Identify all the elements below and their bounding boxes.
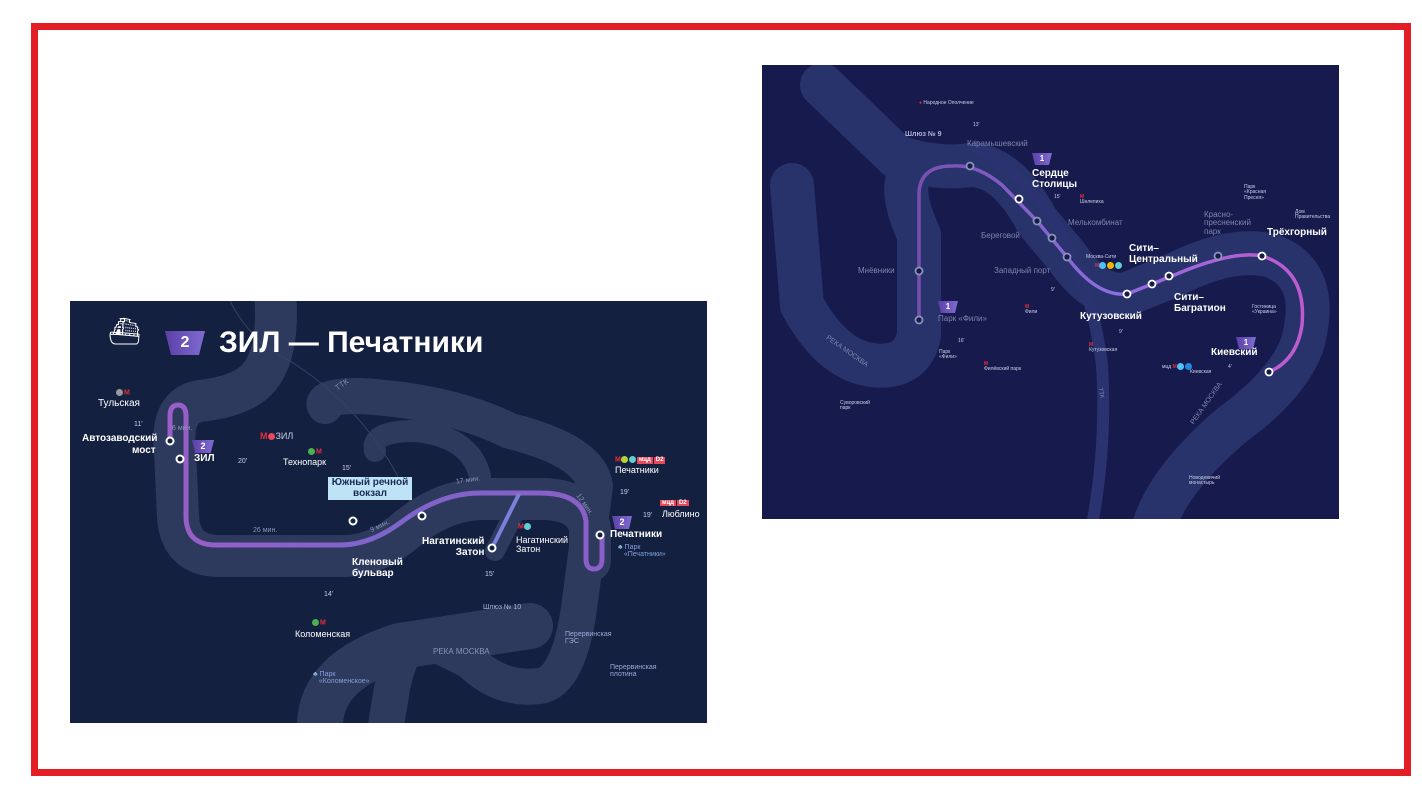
walk-time: 20' <box>238 458 248 465</box>
kievskaya-lines: мцд М <box>1162 363 1193 370</box>
station-siti-bagration[interactable]: Сити–Багратион <box>1174 292 1226 314</box>
electric-boat-icon: ⛴ <box>108 316 142 346</box>
station-markers <box>165 436 605 553</box>
walk-time: 15' <box>342 465 352 472</box>
line-badge: 1 <box>1032 153 1052 165</box>
station-melkombinat[interactable]: Мелькомбинат <box>1068 218 1123 227</box>
tulskaya-lines: М <box>116 389 130 397</box>
walk-time: 9' <box>1119 329 1123 335</box>
station-avtozavodsky[interactable]: Автозаводский <box>82 433 158 444</box>
route-1-map: ● Народное Ополчение 13' Шлюз № 9 Карамы… <box>762 65 1339 519</box>
travel-time: 6 мин. <box>172 425 193 432</box>
walk-time: 19' <box>620 489 630 496</box>
line-badge-small: 2 <box>192 440 214 453</box>
station-markers <box>914 161 1274 377</box>
line-badge: 1 <box>1236 337 1256 349</box>
walk-time: 4' <box>1228 364 1232 370</box>
map-graphics <box>153 301 613 723</box>
station-karamyshevsky[interactable]: Карамышевский <box>967 139 1028 148</box>
transfer-pechatniki: Печатники <box>615 465 659 475</box>
station-mnevniki[interactable]: Мнёвники <box>858 266 895 275</box>
moskva-siti-label: Москва-Сити <box>1086 254 1117 260</box>
line-badge: 2 <box>165 331 205 355</box>
river-label: РЕКА МОСКВА <box>433 647 490 656</box>
walk-time: 15' <box>1054 194 1061 200</box>
transfer-tulskaya: Тульская <box>98 398 140 409</box>
walk-time: 14' <box>324 591 334 598</box>
walk-time: 13' <box>973 122 980 128</box>
transfer-kievskaya: Киевская <box>1190 369 1212 375</box>
travel-time: 26 мин. <box>253 527 278 534</box>
station-siti-centralny[interactable]: Сити–Центральный <box>1129 243 1198 265</box>
transfer-narodnoe: ● Народное Ополчение <box>919 100 974 106</box>
walk-time: 15' <box>485 571 495 578</box>
route-2-map: ⛴ 2 ЗИЛ — Печатники ТТК М Тульская 11' 6… <box>70 301 707 723</box>
kolomenskaya-lines: М <box>312 619 326 627</box>
hotel-ukraina: Гостиница«Украина» <box>1252 304 1277 316</box>
siti-lines: М <box>1095 262 1123 269</box>
lock-label: Шлюз № 10 <box>483 604 522 611</box>
ttk-band <box>969 139 1110 519</box>
station-trekhgorny[interactable]: Трёхгорный <box>1267 227 1327 238</box>
lock-label: Шлюз № 9 <box>905 131 942 138</box>
line-badge-small: 2 <box>612 516 632 529</box>
station-park-fili[interactable]: Парк «Фили» <box>938 314 987 323</box>
station-kutuzovsky[interactable]: Кутузовский <box>1080 311 1142 322</box>
park-fili-landmark: Парк«Фили» <box>939 349 957 361</box>
ttk-line <box>229 301 411 502</box>
slide-frame <box>31 23 1411 776</box>
tekhnopark-lines: М <box>308 448 322 456</box>
station-zil[interactable]: ЗИЛ <box>194 453 215 464</box>
walk-time: 19' <box>643 512 653 519</box>
station-beregovoy[interactable]: Береговой <box>981 231 1020 240</box>
station-pechatniki[interactable]: Печатники <box>610 529 663 540</box>
transfer-lublino: Люблино <box>662 509 700 519</box>
park-pechatniki: ♣ Парк «Печатники» <box>618 544 666 559</box>
route-line <box>167 402 605 572</box>
station-zapadny-port[interactable]: Западный порт <box>994 266 1051 275</box>
park-kolomenskoe: ♣ Парк «Коломенское» <box>313 671 370 686</box>
station-kievsky[interactable]: Киевский <box>1211 347 1258 358</box>
transfer-tekhnopark: Технопарк <box>283 457 327 467</box>
station-yuzhny-rechnoy-vokzal[interactable]: Южный речной вокзал <box>328 477 412 500</box>
walk-time: 11' <box>134 421 143 428</box>
page-title: ЗИЛ — Печатники <box>219 326 484 359</box>
station-avtozavodsky-line2: мост <box>132 445 156 456</box>
line-badge: 1 <box>938 301 958 313</box>
river <box>770 65 1330 519</box>
walk-time: 9' <box>1051 287 1055 293</box>
transfer-kolomenskaya: Коломенская <box>295 629 351 639</box>
map-graphics <box>770 65 1330 519</box>
nagatinsky-lines: М <box>518 523 532 531</box>
river <box>153 301 613 723</box>
park-krasnaya-presnya: Парк «Красная Пресня» <box>1244 184 1267 201</box>
walk-time: 16' <box>958 338 965 344</box>
